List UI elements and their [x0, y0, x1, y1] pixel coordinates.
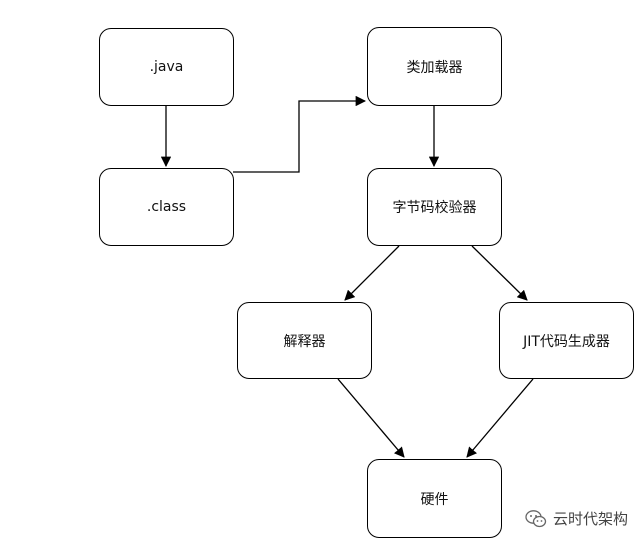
node-interpreter: 解释器	[237, 302, 372, 379]
edge-jit-to-hardware	[466, 378, 534, 458]
node-jit: JIT代码生成器	[499, 302, 634, 379]
node-class-label: .class	[146, 199, 187, 215]
node-verifier-label: 字节码校验器	[392, 200, 477, 216]
edge-verifier-to-interpreter	[344, 245, 400, 301]
node-hardware: 硬件	[367, 459, 502, 538]
node-hardware-label: 硬件	[420, 491, 449, 508]
node-classloader-label: 类加载器	[406, 59, 463, 76]
edge-class-to-classloader	[233, 95, 367, 173]
wechat-icon	[525, 509, 547, 527]
node-jit-label: JIT代码生成器	[523, 333, 610, 350]
node-java: .java	[99, 28, 234, 106]
watermark: 云时代架构	[525, 508, 628, 529]
node-classloader: 类加载器	[367, 27, 502, 106]
node-java-label: .java	[149, 59, 184, 75]
node-interpreter-label: 解释器	[283, 333, 326, 350]
edge-verifier-to-jit	[471, 245, 528, 301]
node-verifier: 字节码校验器	[367, 168, 502, 246]
node-class: .class	[99, 168, 234, 246]
edge-interpreter-to-hardware	[337, 378, 405, 458]
watermark-text: 云时代架构	[552, 510, 628, 528]
